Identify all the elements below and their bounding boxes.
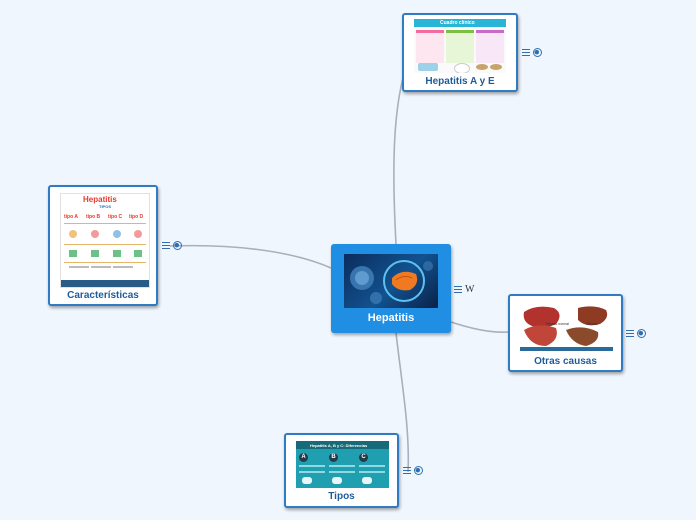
link-to-tipos [395,332,410,473]
node-otras-causas[interactable]: Hígado normal Cirrosis Otras causas [508,294,623,372]
wikipedia-icon[interactable]: W [465,284,475,295]
node-tipos[interactable]: Hepatitis A, B y C: Diferencias A B C Ti… [284,433,399,508]
image-subtitle: TIPOS [99,204,112,209]
tipo-b-label: tipo B [86,214,101,220]
globe-icon[interactable] [637,329,646,338]
tipo-d-label: tipo D [129,214,144,220]
hepatitis-tipos-image: Hepatitis TIPOS tipo A tipo B tipo C tip… [60,193,150,288]
link-to-caracteristicas [169,244,332,269]
globe-icon[interactable] [173,241,182,250]
link-to-otras-causas [450,321,510,333]
hepatitis-abc-image: Hepatitis A, B y C: Diferencias A B C [296,441,389,488]
cuadro-clinico-image: Cuadro clínico [414,19,506,73]
image-title: Cuadro clínico [440,20,475,26]
node-label: Hepatitis A y E [425,76,495,87]
node-hepatitis-a-y-e[interactable]: Cuadro clínico Hepatitis A y E [402,13,518,92]
caption-cirrosis: Cirrosis [586,322,598,326]
virus-liver-image [350,260,433,304]
node-caracteristicas[interactable]: Hepatitis TIPOS tipo A tipo B tipo C tip… [48,185,158,306]
node-label: Tipos [328,491,355,502]
globe-icon[interactable] [533,48,542,57]
hepatitis-a-y-e-attachments [522,48,542,57]
liver-comparison-image: Hígado normal Cirrosis [520,302,613,354]
letter-a: A [299,453,308,462]
tipo-a-label: tipo A [64,214,78,220]
central-attachments: W [454,284,474,295]
note-icon[interactable] [162,241,170,250]
central-topic-hepatitis[interactable]: Hepatitis [331,244,451,333]
globe-icon[interactable] [414,466,423,475]
note-icon[interactable] [403,466,411,475]
caracteristicas-attachments [162,241,182,250]
letter-b: B [329,453,338,462]
liver-shapes [520,306,613,351]
note-icon[interactable] [454,285,462,294]
node-label: Características [67,290,139,301]
tipos-attachments [403,466,423,475]
otras-causas-attachments [626,329,646,338]
note-icon[interactable] [522,48,530,57]
tipo-c-label: tipo C [108,214,123,220]
central-topic-title: Hepatitis [367,312,415,324]
image-title: Hepatitis A, B y C: Diferencias [310,443,368,448]
caption-normal: Hígado normal [546,322,569,326]
image-title: Hepatitis [83,195,117,204]
liver-illustration [344,254,438,308]
node-label: Otras causas [534,356,597,367]
letter-c: C [359,453,368,462]
note-icon[interactable] [626,329,634,338]
